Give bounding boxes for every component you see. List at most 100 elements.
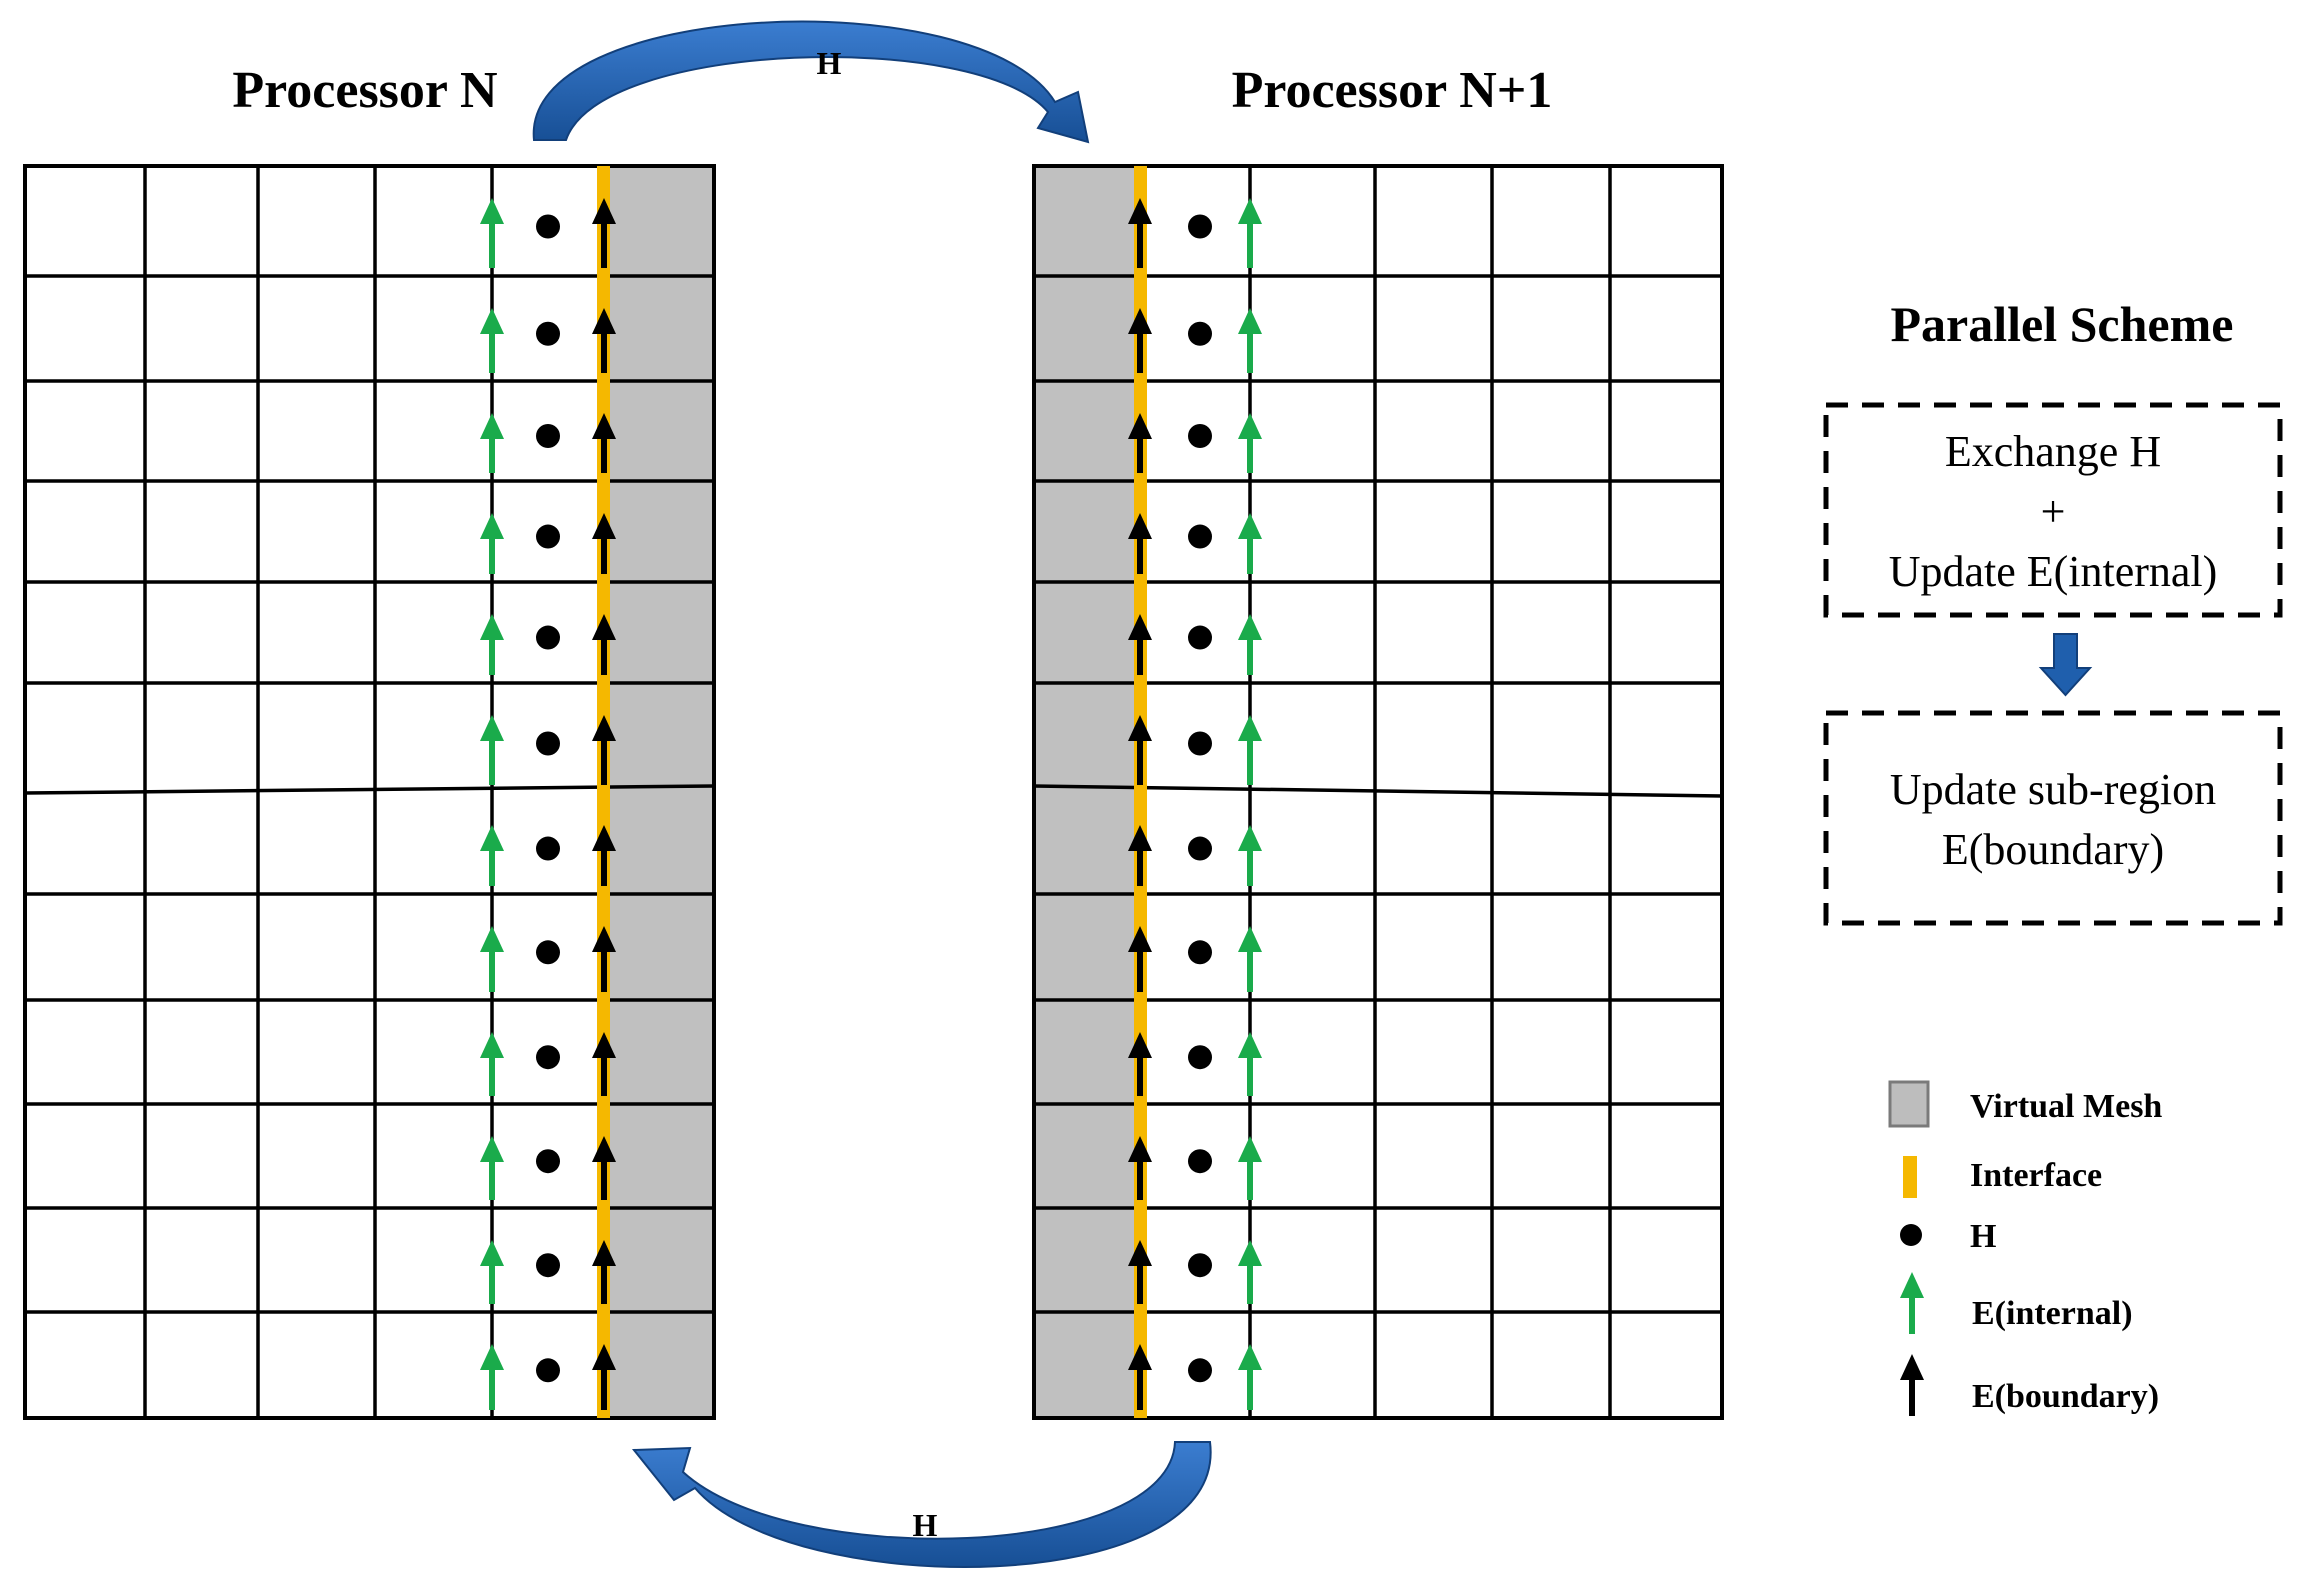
- e-boundary-arrow-icon: [1128, 1136, 1152, 1200]
- h-dot-icon: [1188, 836, 1212, 861]
- e-internal-arrow-icon: [1238, 1032, 1262, 1096]
- e-internal-arrow-icon: [480, 825, 504, 886]
- h-dot-icon: [536, 321, 560, 346]
- grid-processor-n: [23, 164, 716, 1420]
- e-boundary-arrow-icon: [592, 413, 616, 473]
- scheme-step1-line2: +: [2041, 487, 2066, 536]
- virtual-mesh-left: [604, 166, 714, 1418]
- e-boundary-arrow-icon: [1128, 1032, 1152, 1096]
- e-boundary-arrow-icon: [592, 513, 616, 574]
- e-boundary-arrow-icon: [1128, 308, 1152, 373]
- e-boundary-arrow-icon: [1128, 614, 1152, 675]
- e-internal-arrow-icon: [480, 1344, 504, 1410]
- e-internal-arrow-icon: [1238, 308, 1262, 373]
- e-internal-arrow-icon: [480, 308, 504, 373]
- legend-virtual-mesh-swatch: [1888, 1080, 1930, 1128]
- legend: Virtual Mesh Interface H E(internal) E(b…: [1888, 1080, 2162, 1416]
- h-dot-icon: [536, 1358, 560, 1383]
- legend-e-internal-arrow-shape: [1900, 1272, 1924, 1334]
- h-dot-icon: [536, 625, 560, 650]
- e-internal-arrow-icon: [1238, 1344, 1262, 1410]
- exchange-arrow-top-label: H: [817, 45, 842, 81]
- scheme-step-arrow-icon: [2038, 633, 2093, 697]
- h-dot-icon: [536, 1253, 560, 1278]
- legend-e-internal-arrow-icon: [1900, 1272, 1924, 1334]
- h-dot-icon: [536, 836, 560, 861]
- grid-border-left: [23, 164, 716, 1420]
- e-internal-arrow-icon: [1238, 198, 1262, 268]
- e-internal-arrow-icon: [480, 715, 504, 785]
- e-boundary-arrow-icon: [592, 1240, 616, 1304]
- e-boundary-arrow-icon: [592, 926, 616, 992]
- e-internal-arrow-icon: [1238, 926, 1262, 992]
- legend-e-boundary-arrow-icon: [1900, 1354, 1924, 1416]
- e-boundary-arrow-icon: [1128, 926, 1152, 992]
- scheme-step1-box: [1823, 402, 2283, 618]
- grid-border-right: [1032, 164, 1724, 1420]
- e-internal-arrow-icon: [1238, 413, 1262, 473]
- legend-e-boundary-label: E(boundary): [1972, 1378, 2159, 1415]
- e-internal-arrow-icon: [1238, 614, 1262, 675]
- scheme-step2-line1: Update sub-region: [1890, 765, 2216, 814]
- e-internal-arrow-icon: [480, 614, 504, 675]
- e-internal-arrow-icon: [480, 1136, 504, 1200]
- scheme-step2-line2: E(boundary): [1942, 825, 2164, 874]
- parallel-scheme-title: Parallel Scheme: [1891, 296, 2234, 352]
- scheme-step2-box: [1823, 710, 2283, 926]
- e-boundary-arrow-icon: [1128, 715, 1152, 785]
- h-dot-icon: [536, 1045, 560, 1070]
- e-boundary-arrow-icon: [592, 308, 616, 373]
- h-dot-icon: [1188, 524, 1212, 549]
- grid-processor-n1: [1032, 164, 1724, 1420]
- e-internal-arrow-icon: [1238, 513, 1262, 574]
- scheme-step1-line1: Exchange H: [1945, 427, 2161, 476]
- e-internal-arrow-icon: [1238, 1240, 1262, 1304]
- h-dot-icon: [536, 214, 560, 239]
- h-dot-icon: [1188, 625, 1212, 650]
- e-boundary-arrow-icon: [592, 715, 616, 785]
- legend-e-internal-label: E(internal): [1972, 1295, 2133, 1332]
- h-dot-icon: [1188, 321, 1212, 346]
- e-boundary-arrow-icon: [592, 1032, 616, 1096]
- e-internal-arrow-icon: [480, 926, 504, 992]
- h-dot-icon: [1188, 1149, 1212, 1174]
- e-boundary-arrow-icon: [592, 1344, 616, 1410]
- e-internal-arrow-icon: [480, 1240, 504, 1304]
- e-internal-arrow-icon: [480, 198, 504, 268]
- e-boundary-arrow-icon: [1128, 1240, 1152, 1304]
- h-dot-icon: [536, 731, 560, 756]
- h-dot-icon: [536, 1149, 560, 1174]
- scheme-step1-line3: Update E(internal): [1889, 547, 2218, 596]
- e-internal-arrow-icon: [480, 513, 504, 574]
- h-dot-icon: [1188, 424, 1212, 448]
- e-boundary-arrow-icon: [592, 1136, 616, 1200]
- e-internal-arrow-icon: [1238, 825, 1262, 886]
- interface-line-left: [597, 166, 610, 1418]
- exchange-arrow-bottom-label: H: [913, 1507, 938, 1543]
- e-boundary-arrow-icon: [1128, 513, 1152, 574]
- legend-e-boundary-arrow-shape: [1900, 1354, 1924, 1416]
- h-dot-icon: [1188, 940, 1212, 965]
- parallel-scheme-panel: Parallel Scheme Exchange H + Update E(in…: [1823, 296, 2283, 926]
- processor-n-title: Processor N: [232, 62, 497, 119]
- grid-line: [1033, 784, 1723, 798]
- legend-virtual-mesh-label: Virtual Mesh: [1970, 1088, 2162, 1125]
- exchange-arrow-bottom: [631, 1441, 1212, 1568]
- e-boundary-arrow-icon: [592, 198, 616, 268]
- h-dot-icon: [536, 424, 560, 448]
- e-boundary-arrow-icon: [1128, 413, 1152, 473]
- e-boundary-arrow-icon: [1128, 825, 1152, 886]
- h-dot-icon: [1188, 1253, 1212, 1278]
- h-dot-icon: [1188, 214, 1212, 239]
- e-internal-arrow-icon: [1238, 1136, 1262, 1200]
- legend-interface-label: Interface: [1970, 1157, 2102, 1194]
- legend-h-dot-icon: [1900, 1224, 1922, 1246]
- e-boundary-arrow-icon: [592, 825, 616, 886]
- exchange-arrow-top: [532, 20, 1090, 144]
- e-internal-arrow-icon: [480, 1032, 504, 1096]
- h-dot-icon: [1188, 1358, 1212, 1383]
- legend-h-label: H: [1970, 1218, 1996, 1255]
- legend-interface-swatch: [1903, 1156, 1917, 1198]
- e-internal-arrow-icon: [480, 413, 504, 473]
